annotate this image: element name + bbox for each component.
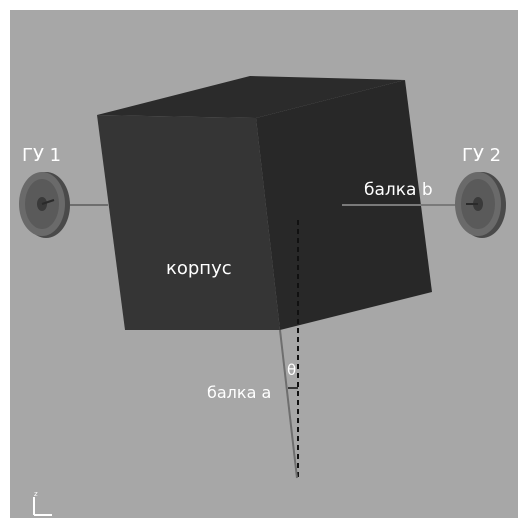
label-axis-z: z [34,490,38,498]
axis-triad [33,497,52,516]
flywheel-gu2 [455,172,506,238]
label-gu1: ГУ 1 [22,145,62,166]
beam-a [279,329,298,479]
label-body: корпус [166,258,232,279]
cube-front-face [97,115,280,330]
label-beam-a: балка а [207,383,272,402]
label-beam-b: балка b [364,180,433,200]
flywheel-gu1 [19,172,70,238]
label-gu2: ГУ 2 [462,145,502,166]
cube-top-face [97,76,405,118]
body-cube [97,76,432,330]
label-theta: θ [287,361,297,379]
